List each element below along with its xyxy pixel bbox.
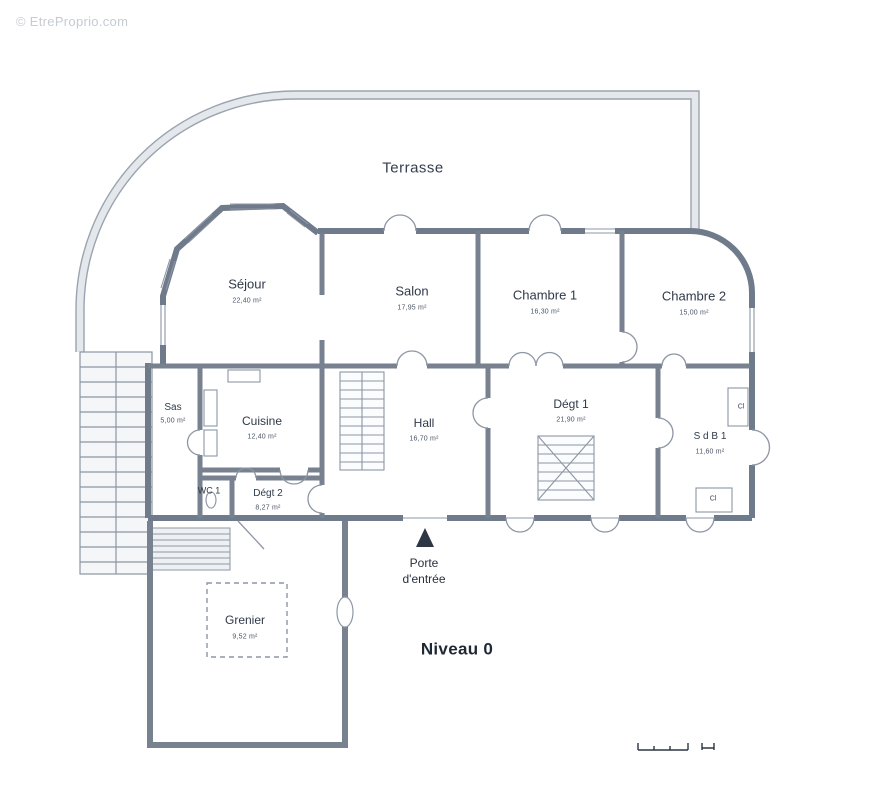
room-label-sas: Sas bbox=[164, 402, 182, 413]
room-label-grenier: Grenier bbox=[224, 613, 266, 627]
room-area-degt1: 21,90 m² bbox=[556, 416, 586, 424]
entrance-label-line1: Porte bbox=[409, 556, 439, 570]
room-label-chambre2: Chambre 2 bbox=[661, 288, 727, 304]
room-area-sejour: 22,40 m² bbox=[232, 297, 262, 305]
room-label-wc1: WC 1 bbox=[197, 485, 221, 496]
closet-label-top: Cl bbox=[737, 403, 745, 411]
closet-label-bottom: Cl bbox=[709, 495, 717, 503]
scale-bar bbox=[637, 743, 715, 751]
wc-fixture bbox=[205, 491, 217, 509]
room-area-sdb1: 11,60 m² bbox=[695, 448, 725, 456]
kitchen-fixtures bbox=[203, 369, 261, 457]
exterior-walls bbox=[145, 202, 755, 521]
grenier-outline bbox=[206, 582, 288, 658]
lower-stairs bbox=[151, 527, 231, 571]
room-label-salon: Salon bbox=[395, 283, 429, 299]
extension-walls bbox=[147, 521, 348, 748]
windows bbox=[159, 203, 755, 352]
terrace-wall bbox=[75, 90, 700, 352]
room-label-degt1: Dégt 1 bbox=[553, 397, 589, 411]
door-arcs bbox=[186, 214, 771, 550]
hall-stairs bbox=[339, 371, 385, 471]
room-area-hall: 16,70 m² bbox=[409, 435, 439, 443]
watermark: © EtreProprio.com bbox=[16, 14, 129, 29]
entrance-arrow-icon bbox=[416, 528, 434, 547]
room-area-chambre2: 15,00 m² bbox=[679, 309, 709, 317]
degt1-stairs bbox=[537, 435, 595, 501]
interior-walls bbox=[148, 231, 750, 518]
closet-outlines bbox=[695, 387, 749, 513]
room-area-sas: 5,00 m² bbox=[160, 417, 186, 425]
exterior-stairs bbox=[79, 351, 153, 575]
extension-niche bbox=[336, 596, 354, 628]
room-label-cuisine: Cuisine bbox=[241, 414, 283, 428]
room-label-chambre1: Chambre 1 bbox=[512, 287, 578, 303]
room-label-sejour: Séjour bbox=[228, 276, 266, 292]
room-label-hall: Hall bbox=[413, 416, 435, 430]
room-label-sdb1: S d B 1 bbox=[693, 431, 727, 442]
room-area-cuisine: 12,40 m² bbox=[247, 433, 277, 441]
entrance-label-line2: d'entrée bbox=[402, 572, 446, 586]
room-area-grenier: 9,52 m² bbox=[232, 633, 258, 641]
room-area-salon: 17,95 m² bbox=[397, 304, 427, 312]
room-area-chambre1: 16,30 m² bbox=[530, 308, 560, 316]
room-area-degt2: 8,27 m² bbox=[255, 504, 281, 512]
level-label: Niveau 0 bbox=[420, 639, 494, 659]
room-label-terrasse: Terrasse bbox=[382, 159, 444, 177]
room-label-degt2: Dégt 2 bbox=[253, 488, 283, 499]
